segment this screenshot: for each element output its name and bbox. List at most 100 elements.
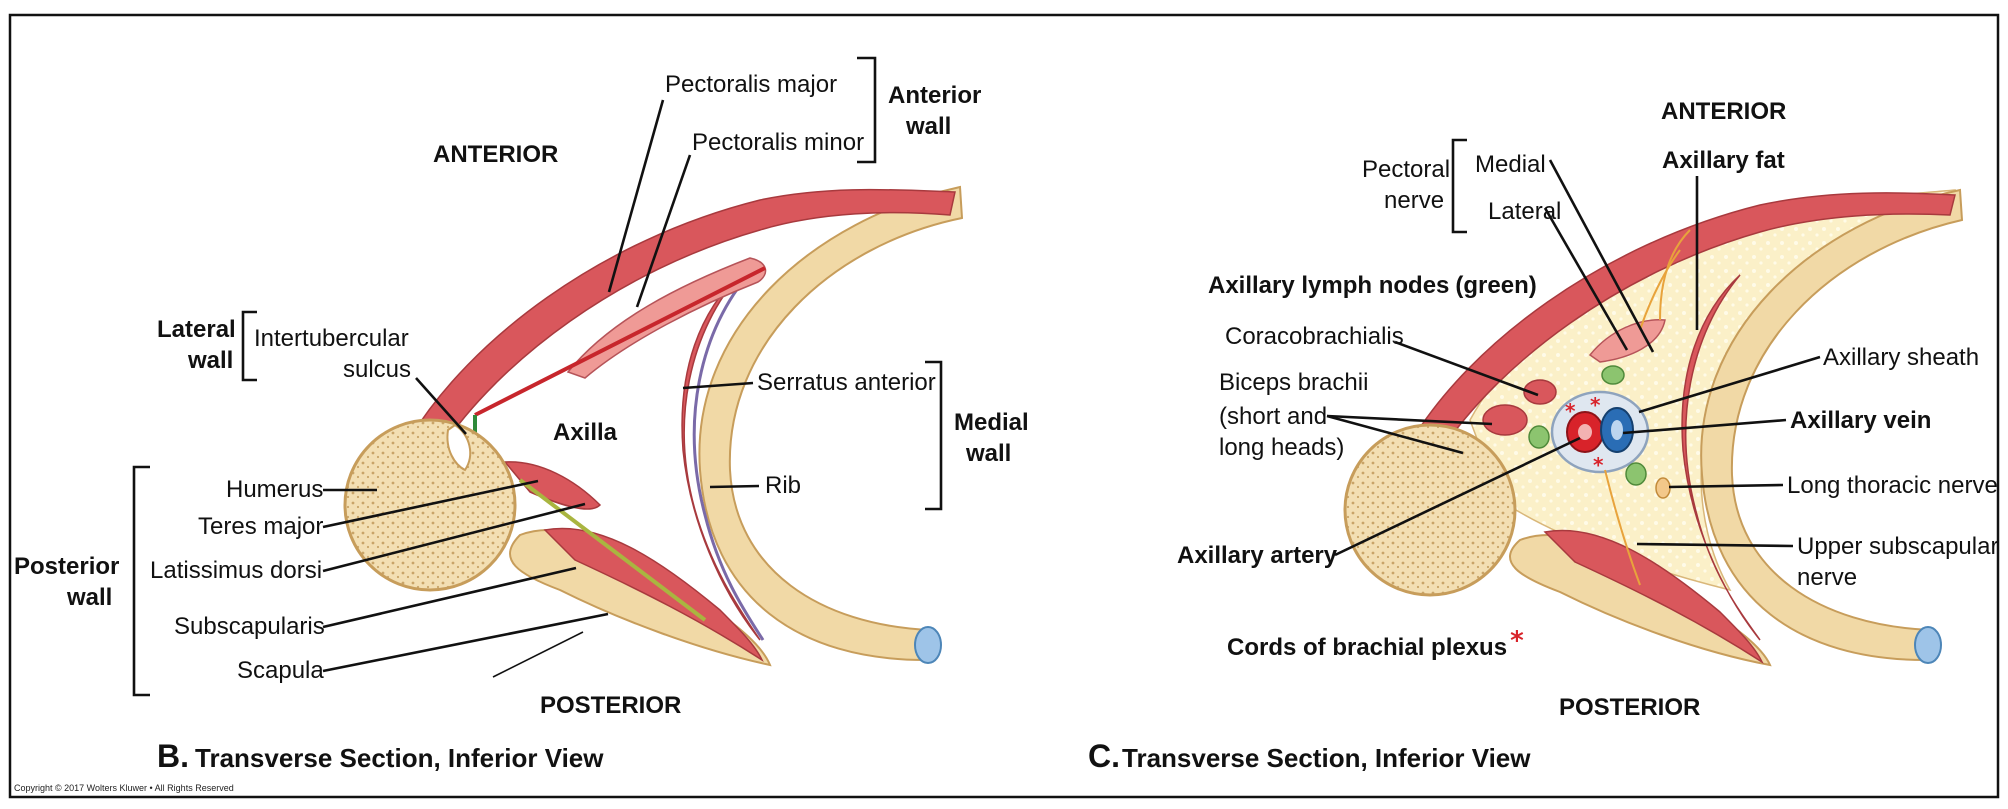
coracobrachialis-leader-c <box>1394 340 1539 397</box>
long-thoracic-nerve-c <box>1655 477 1671 499</box>
lymph-nodes-label-c: Axillary lymph nodes(green) <box>1208 272 1537 299</box>
anterior-wall-label-1: Anterior <box>888 82 981 109</box>
anterior-label-c: ANTERIOR <box>1661 98 1786 125</box>
lymph-nodes-note: (green) <box>1455 272 1536 299</box>
lateral-nerve-label-c: Lateral <box>1488 198 1561 225</box>
biceps-label-3: long heads) <box>1219 434 1344 461</box>
cords-star: * <box>1510 626 1524 656</box>
posterior-wall-label-1: Posterior <box>14 553 119 580</box>
rib-cartilage-b <box>914 626 942 664</box>
biceps-short-c <box>1482 404 1528 436</box>
medial-wall-label-2: wall <box>965 440 1011 467</box>
pectoral-nerve-branch-c <box>1639 249 1681 331</box>
cords-label-c: Cords of brachial plexus* <box>1227 626 1524 661</box>
subscapularis-b <box>543 527 764 663</box>
lateral-nerve-leader-c <box>1543 207 1629 351</box>
anterior-wall-label-2: wall <box>905 113 951 140</box>
biceps-label-1: Biceps brachii <box>1219 369 1368 396</box>
caption-letter-b: B. <box>157 738 189 774</box>
posterior-label-b: POSTERIOR <box>540 692 681 719</box>
lymph-node-c-1 <box>1601 365 1625 385</box>
rib-b <box>698 185 964 662</box>
axillary-fat-label-c: Axillary fat <box>1662 147 1785 174</box>
lymph-node-c-3 <box>1625 462 1647 486</box>
intertubercular-label-2: sulcus <box>343 356 411 383</box>
pectoral-nerve-bracket-c <box>1451 138 1467 234</box>
lymph-node-c-2 <box>1528 425 1550 449</box>
intertubercular-leader-b <box>415 377 467 435</box>
serratus-anterior-leader-b <box>682 381 754 390</box>
pectoralis-major-label-b: Pectoralis major <box>665 71 837 98</box>
teres-major-leader-b <box>322 479 539 529</box>
upper-subscapular-label-2: nerve <box>1797 564 1857 591</box>
lymph-nodes-text: Axillary lymph nodes <box>1208 272 1449 299</box>
medial-wall-bracket-b <box>925 360 943 511</box>
subscapularis-c <box>1543 529 1764 665</box>
intertubercular-label-1: Intertubercular <box>254 325 409 352</box>
biceps-label-2: (short and <box>1219 403 1327 430</box>
serratus-anterior-label-b: Serratus anterior <box>757 369 936 396</box>
subscapularis-label-b: Subscapularis <box>174 613 325 640</box>
pectoral-nerve-label-1: Pectoral <box>1362 156 1450 183</box>
rib-label-b: Rib <box>765 472 801 499</box>
latissimus-dorsi-leader-b <box>322 502 586 573</box>
lateral-wall-label-1: Lateral <box>157 316 236 343</box>
pectoralis-major-b <box>408 188 956 451</box>
serratus-anterior-c <box>1681 274 1761 641</box>
scapula-edge-line-b <box>492 631 584 678</box>
caption-c: Transverse Section, Inferior View <box>1122 743 1531 773</box>
serratus-anterior-b <box>681 271 761 641</box>
lateral-wall-label-2: wall <box>187 347 233 374</box>
axillary-vein-label-c: Axillary vein <box>1790 407 1931 434</box>
posterior-wall-line-b <box>518 478 707 622</box>
pectoral-nerve-label-2: nerve <box>1384 187 1444 214</box>
posterior-wall-label-2: wall <box>66 584 112 611</box>
axillary-artery-leader-c <box>1334 436 1581 557</box>
medial-nerve-label-c: Medial <box>1475 151 1546 178</box>
axillary-sheath-label-c: Axillary sheath <box>1823 344 1979 371</box>
biceps-leader-2-c <box>1326 414 1464 455</box>
pectoralis-minor-label-b: Pectoralis minor <box>692 129 864 156</box>
pectoralis-major-leader-b <box>607 99 665 293</box>
axillary-artery-label-c: Axillary artery <box>1177 542 1338 569</box>
teres-major-b <box>503 461 602 510</box>
fascia-line-b <box>692 269 765 641</box>
copyright-text: Copyright © 2017 Wolters Kluwer • All Ri… <box>14 783 234 793</box>
upper-subscapular-leader-c <box>1636 542 1794 548</box>
caption-letter-c: C. <box>1088 738 1120 774</box>
intertubercular-sulcus-b <box>446 423 472 472</box>
rib-cartilage-c <box>1914 626 1942 664</box>
caption-b: Transverse Section, Inferior View <box>195 743 604 773</box>
scapula-leader-b <box>322 612 609 673</box>
cords-text: Cords of brachial plexus <box>1227 634 1507 661</box>
posterior-wall-bracket-b <box>132 465 150 697</box>
subscapularis-leader-b <box>322 566 577 629</box>
humerus-label-b: Humerus <box>226 476 323 503</box>
latissimus-dorsi-label-b: Latissimus dorsi <box>150 557 322 584</box>
cord-star-2: * <box>1590 393 1601 417</box>
panel-b-labels: ANTERIOR POSTERIOR Axilla Pectoralis maj… <box>14 56 1029 774</box>
long-thoracic-leader-c <box>1668 483 1784 489</box>
axillary-artery-lumen-c <box>1578 424 1592 440</box>
axillary-vein-lumen-c <box>1611 420 1623 440</box>
coracobrachialis-label-c: Coracobrachialis <box>1225 323 1404 350</box>
pectoralis-minor-c <box>1588 319 1666 363</box>
axillary-sheath-leader-c <box>1638 355 1821 414</box>
lateral-wall-bracket-b <box>241 310 257 382</box>
scapula-label-b: Scapula <box>237 657 324 684</box>
pectoralis-minor-leader-b <box>635 154 692 308</box>
cord-star-3: * <box>1593 453 1604 477</box>
anterior-label-b: ANTERIOR <box>433 141 558 168</box>
anterior-wall-bracket-b <box>857 56 877 164</box>
long-thoracic-label-c: Long thoracic nerve <box>1787 472 1998 499</box>
cord-star-1: * <box>1565 399 1576 423</box>
upper-subscapular-nerve-c <box>1604 469 1641 586</box>
medial-nerve-leader-c <box>1548 159 1655 353</box>
panel-c-labels: ANTERIOR POSTERIOR Pectoral nerve Medial… <box>1088 98 1998 774</box>
upper-subscapular-label-1: Upper subscapular <box>1797 533 1998 560</box>
anterior-wall-line-b <box>474 266 766 417</box>
biceps-leader-1-c <box>1326 414 1493 426</box>
axilla-label: Axilla <box>553 419 618 446</box>
